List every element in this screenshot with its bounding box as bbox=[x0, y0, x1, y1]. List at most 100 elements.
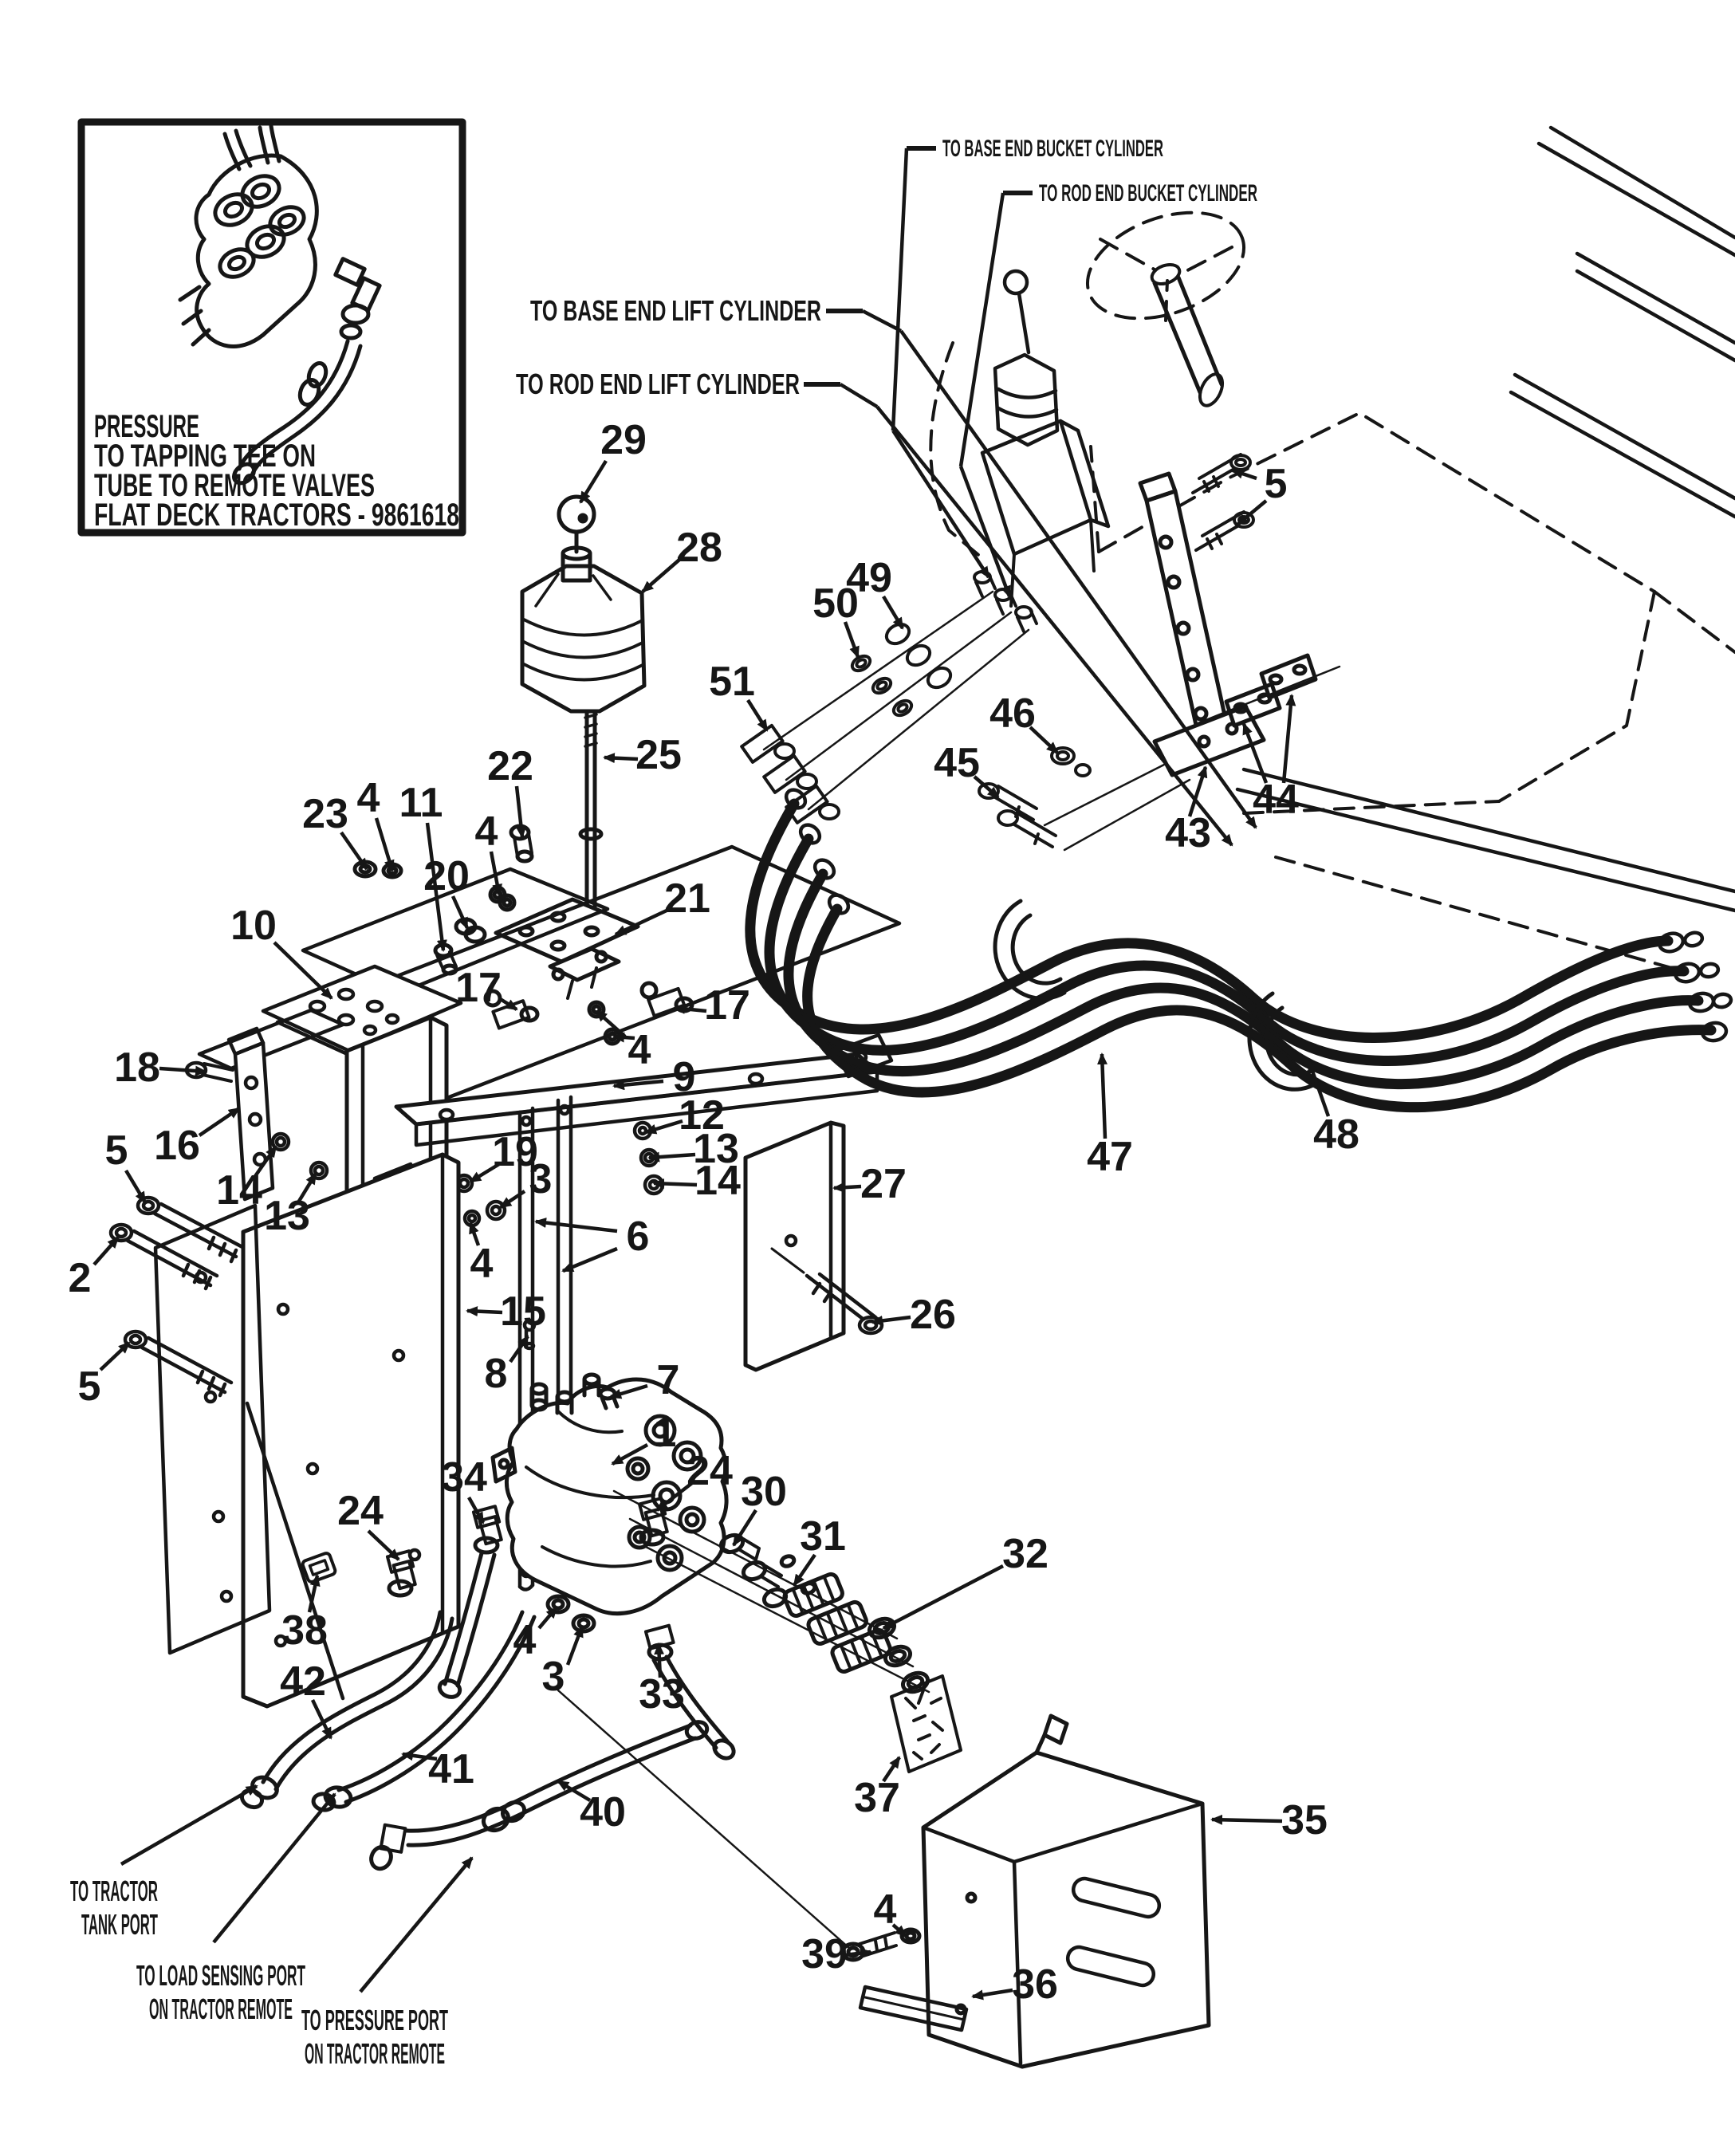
label-leader bbox=[891, 148, 909, 431]
part-callout-50: 50 bbox=[812, 580, 860, 659]
callout-number: 20 bbox=[423, 853, 470, 899]
connection-label-text: ON TRACTOR REMOTE bbox=[305, 2037, 445, 2070]
callout-number: 5 bbox=[1265, 461, 1288, 507]
part-callout-31: 31 bbox=[793, 1513, 846, 1587]
callout-arrow bbox=[673, 1003, 707, 1014]
callout-arrow bbox=[159, 1065, 207, 1076]
tractor-body-outline bbox=[929, 210, 1735, 970]
part-callout-33: 33 bbox=[639, 1643, 685, 1717]
part-callout-17: 17 bbox=[673, 982, 750, 1029]
label-leader bbox=[359, 1856, 474, 1993]
part-callout-43: 43 bbox=[1165, 765, 1211, 856]
callout-number: 29 bbox=[600, 417, 647, 463]
callout-number: 4 bbox=[513, 1617, 537, 1663]
part-callout-5: 5 bbox=[1231, 461, 1288, 526]
inset-caption-line-1: TO TAPPING TEE ON bbox=[94, 439, 316, 474]
part-callout-7: 7 bbox=[609, 1357, 679, 1403]
callout-number: 48 bbox=[1313, 1111, 1359, 1158]
inset-manifold-art bbox=[178, 124, 382, 486]
part-callout-49: 49 bbox=[846, 555, 904, 630]
callout-arrow bbox=[401, 1750, 438, 1761]
part-callout-4: 4 bbox=[468, 1222, 494, 1287]
part-callout-29: 29 bbox=[579, 417, 647, 504]
callout-number: 47 bbox=[1087, 1134, 1133, 1180]
callout-number: 31 bbox=[800, 1513, 846, 1560]
part-callout-38: 38 bbox=[281, 1574, 328, 1654]
callout-number: 11 bbox=[399, 780, 443, 826]
part-callout-48: 48 bbox=[1307, 1060, 1359, 1158]
callout-arrow bbox=[1307, 1060, 1331, 1117]
connection-label-to-base-end-lift-cylinder: TO BASE END LIFT CYLINDER bbox=[530, 294, 1257, 829]
callout-arrow bbox=[644, 1119, 683, 1135]
part-callout-2: 2 bbox=[69, 1236, 120, 1301]
connection-label-text: TO ROD END BUCKET CYLINDER bbox=[1039, 180, 1257, 207]
part-callout-4: 4 bbox=[513, 1606, 558, 1663]
lever-assembly bbox=[352, 494, 694, 1046]
callout-arrow bbox=[469, 1163, 501, 1183]
part-callout-26: 26 bbox=[871, 1292, 956, 1338]
callout-arrow bbox=[655, 1481, 694, 1512]
part-callout-46: 46 bbox=[989, 690, 1059, 754]
callout-arrow bbox=[92, 1236, 120, 1266]
callout-arrow bbox=[297, 1172, 317, 1204]
part-callout-35: 35 bbox=[1210, 1797, 1328, 1843]
inset-caption-line-0: PRESSURE bbox=[94, 409, 199, 444]
callout-number: 16 bbox=[154, 1123, 200, 1169]
callout-number: 45 bbox=[934, 740, 980, 786]
callout-arrow bbox=[603, 753, 639, 764]
part-callout-11: 11 bbox=[399, 780, 447, 952]
inset-caption-line-3: FLAT DECK TRACTORS - 9861618 bbox=[94, 498, 459, 533]
callout-arrow bbox=[654, 1643, 665, 1678]
callout-number: 41 bbox=[428, 1746, 474, 1792]
part-callout-8: 8 bbox=[485, 1335, 529, 1397]
part-callout-24: 24 bbox=[337, 1488, 400, 1561]
callout-arrow bbox=[124, 1169, 147, 1204]
callout-arrow bbox=[467, 1496, 485, 1525]
callout-arrow bbox=[489, 851, 503, 896]
callout-arrow bbox=[612, 1079, 664, 1091]
part-callout-17: 17 bbox=[455, 965, 518, 1011]
callout-arrow bbox=[641, 558, 681, 593]
part-callout-12: 12 bbox=[644, 1092, 725, 1139]
callout-number: 13 bbox=[264, 1193, 310, 1239]
callout-number: 17 bbox=[455, 965, 502, 1011]
part-callout-23: 23 bbox=[302, 791, 368, 871]
callout-number: 37 bbox=[854, 1775, 900, 1821]
connection-label-text: TANK PORT bbox=[81, 1908, 158, 1941]
callout-number: 4 bbox=[475, 808, 498, 855]
hose-end-fittings bbox=[784, 788, 1733, 1043]
callout-number: 4 bbox=[874, 1886, 897, 1933]
callout-number: 4 bbox=[628, 1027, 651, 1073]
callout-number: 14 bbox=[216, 1167, 262, 1214]
part-callout-16: 16 bbox=[154, 1107, 241, 1169]
callout-number: 23 bbox=[302, 791, 348, 837]
callout-arrow bbox=[652, 1178, 698, 1189]
callout-arrow bbox=[609, 1383, 648, 1399]
callout-number: 8 bbox=[485, 1351, 508, 1397]
callout-number: 1 bbox=[654, 1410, 677, 1456]
callout-number: 39 bbox=[801, 1931, 848, 1977]
callout-arrow bbox=[310, 1699, 333, 1740]
callout-arrow bbox=[537, 1606, 558, 1630]
part-callout-3: 3 bbox=[542, 1625, 584, 1700]
plate-27 bbox=[743, 1120, 846, 1372]
callout-arrow bbox=[198, 1107, 241, 1137]
strip-36 bbox=[858, 1985, 969, 2032]
callout-arrow bbox=[561, 1246, 618, 1273]
callout-number: 42 bbox=[280, 1658, 326, 1705]
callout-number: 21 bbox=[664, 875, 710, 922]
callout-arrow bbox=[882, 1564, 1005, 1630]
part-callout-39: 39 bbox=[801, 1931, 872, 1977]
callout-arrow bbox=[534, 1218, 618, 1233]
callout-number: 12 bbox=[679, 1092, 725, 1139]
callout-arrow bbox=[871, 1315, 911, 1326]
bracket-43 bbox=[1138, 471, 1341, 777]
callout-number: 40 bbox=[580, 1789, 626, 1835]
callout-arrow bbox=[99, 1341, 131, 1371]
label-leader bbox=[839, 383, 879, 408]
callout-arrow bbox=[374, 817, 395, 872]
callout-number: 17 bbox=[704, 982, 750, 1029]
callout-number: 51 bbox=[709, 659, 755, 705]
